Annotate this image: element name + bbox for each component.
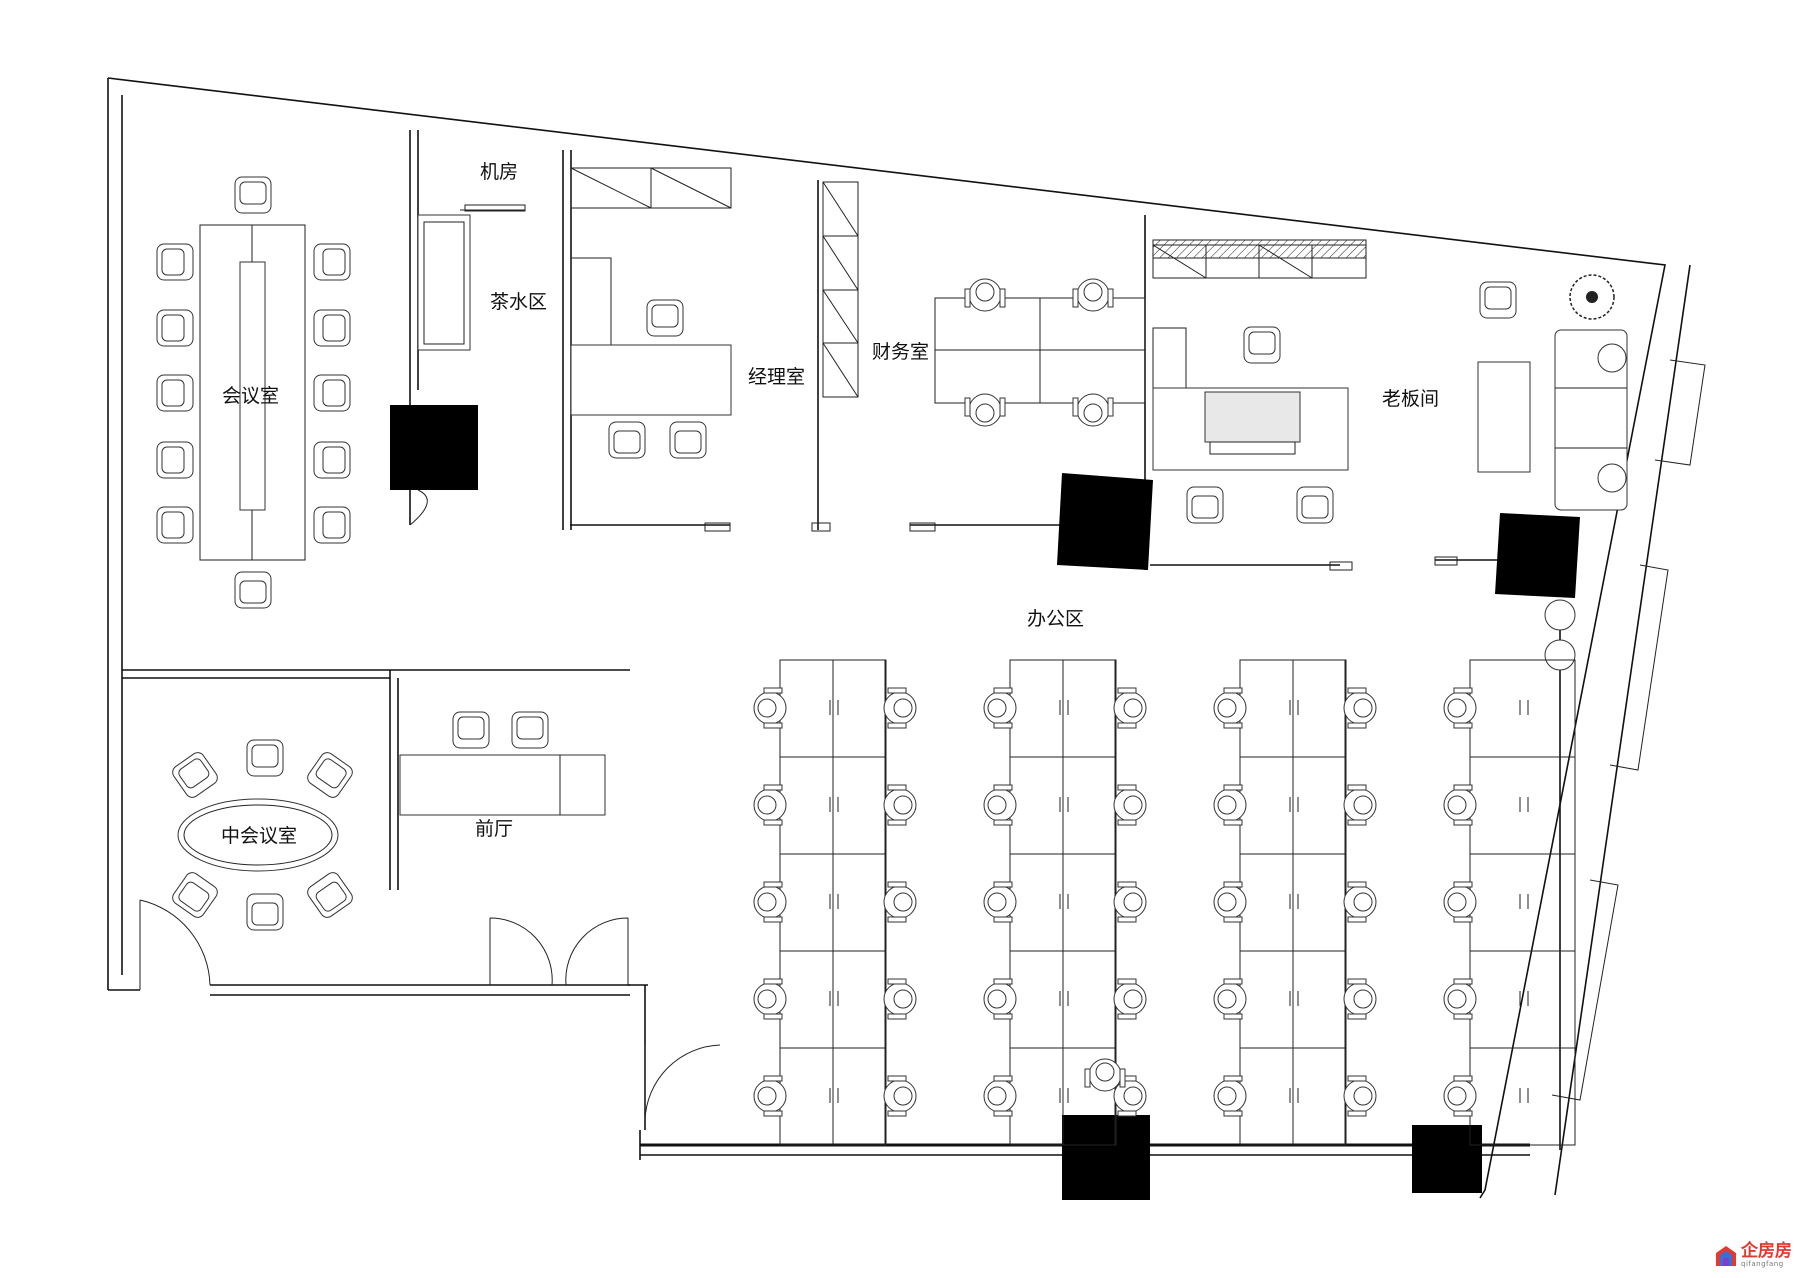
chair-icon — [983, 784, 1017, 826]
desk-icon — [832, 1047, 887, 1146]
label-medium-meeting-room: 中会议室 — [221, 825, 297, 847]
label-boss-office: 老板间 — [1382, 388, 1439, 410]
chair-icon — [753, 687, 787, 729]
desk-icon — [1292, 756, 1347, 855]
chair-icon — [1213, 1075, 1247, 1117]
chair-icon — [1113, 978, 1147, 1020]
desk-icon — [1292, 659, 1347, 758]
logo-icon — [1716, 1245, 1736, 1266]
chair-icon — [983, 881, 1017, 923]
chair-icon — [753, 784, 787, 826]
columns — [390, 405, 1580, 1200]
chair-icon — [983, 687, 1017, 729]
desk-icon — [832, 950, 887, 1049]
server-tea-area — [409, 204, 526, 526]
chair-icon — [1213, 978, 1247, 1020]
logo-sub: qifangfang — [1741, 1260, 1784, 1268]
chair-icon — [1343, 687, 1377, 729]
chair-icon — [983, 978, 1017, 1020]
label-server-room: 机房 — [480, 161, 518, 183]
meeting-room — [156, 176, 351, 609]
desk-icon — [1292, 950, 1347, 1049]
chair-icon — [983, 1075, 1017, 1117]
lobby — [399, 711, 629, 986]
chair-icon — [1113, 881, 1147, 923]
chair-icon — [1343, 784, 1377, 826]
chair-icon — [883, 1075, 917, 1117]
medium-meeting-room — [139, 739, 356, 990]
chair-icon — [1443, 978, 1477, 1020]
entrance-door — [644, 1044, 721, 1121]
desk-icon — [832, 756, 887, 855]
chair-icon — [883, 978, 917, 1020]
chair-icon — [1343, 978, 1377, 1020]
chair-icon — [1443, 784, 1477, 826]
label-lobby: 前厅 — [475, 818, 513, 840]
chair-icon — [1113, 687, 1147, 729]
brand-logo: 企房房 qifangfang — [1715, 1243, 1792, 1268]
chair-icon — [753, 978, 787, 1020]
label-manager-office: 经理室 — [748, 366, 805, 388]
desk-icon — [1062, 853, 1117, 952]
window-bays — [1551, 359, 1706, 1101]
cabinet-column — [822, 181, 859, 398]
label-office-area: 办公区 — [1027, 608, 1084, 630]
chair-icon — [753, 1075, 787, 1117]
chair-icon — [1213, 784, 1247, 826]
boss-office — [1152, 239, 1628, 671]
room-labels: 会议室 机房 茶水区 经理室 财务室 老板间 办公区 中会议室 前厅 — [221, 161, 1439, 847]
manager-office — [570, 167, 732, 459]
label-meeting-room: 会议室 — [222, 385, 279, 407]
chair-icon — [1113, 784, 1147, 826]
plant-icon — [1569, 274, 1615, 320]
logo-name: 企房房 — [1741, 1241, 1792, 1261]
chair-icon — [1443, 881, 1477, 923]
chair-icon — [1443, 1075, 1477, 1117]
desk-icon — [1292, 853, 1347, 952]
desk-icon — [1292, 1047, 1347, 1146]
chair-icon — [883, 784, 917, 826]
chair-icon — [1343, 1075, 1377, 1117]
finance-office — [934, 278, 1146, 427]
chair-icon — [883, 881, 917, 923]
desk-icon — [1062, 659, 1117, 758]
label-tea-area: 茶水区 — [490, 291, 547, 313]
chair-icon — [1213, 687, 1247, 729]
chair-icon — [1343, 881, 1377, 923]
desk-icon — [832, 659, 887, 758]
desk-icon — [1062, 756, 1117, 855]
chair-icon — [883, 687, 917, 729]
chair-icon — [1443, 687, 1477, 729]
chair-icon — [753, 881, 787, 923]
workstation-grid — [753, 659, 1576, 1146]
desk-icon — [1062, 950, 1117, 1049]
desk-icon — [832, 853, 887, 952]
chair-icon — [1213, 881, 1247, 923]
label-finance-office: 财务室 — [872, 341, 929, 363]
